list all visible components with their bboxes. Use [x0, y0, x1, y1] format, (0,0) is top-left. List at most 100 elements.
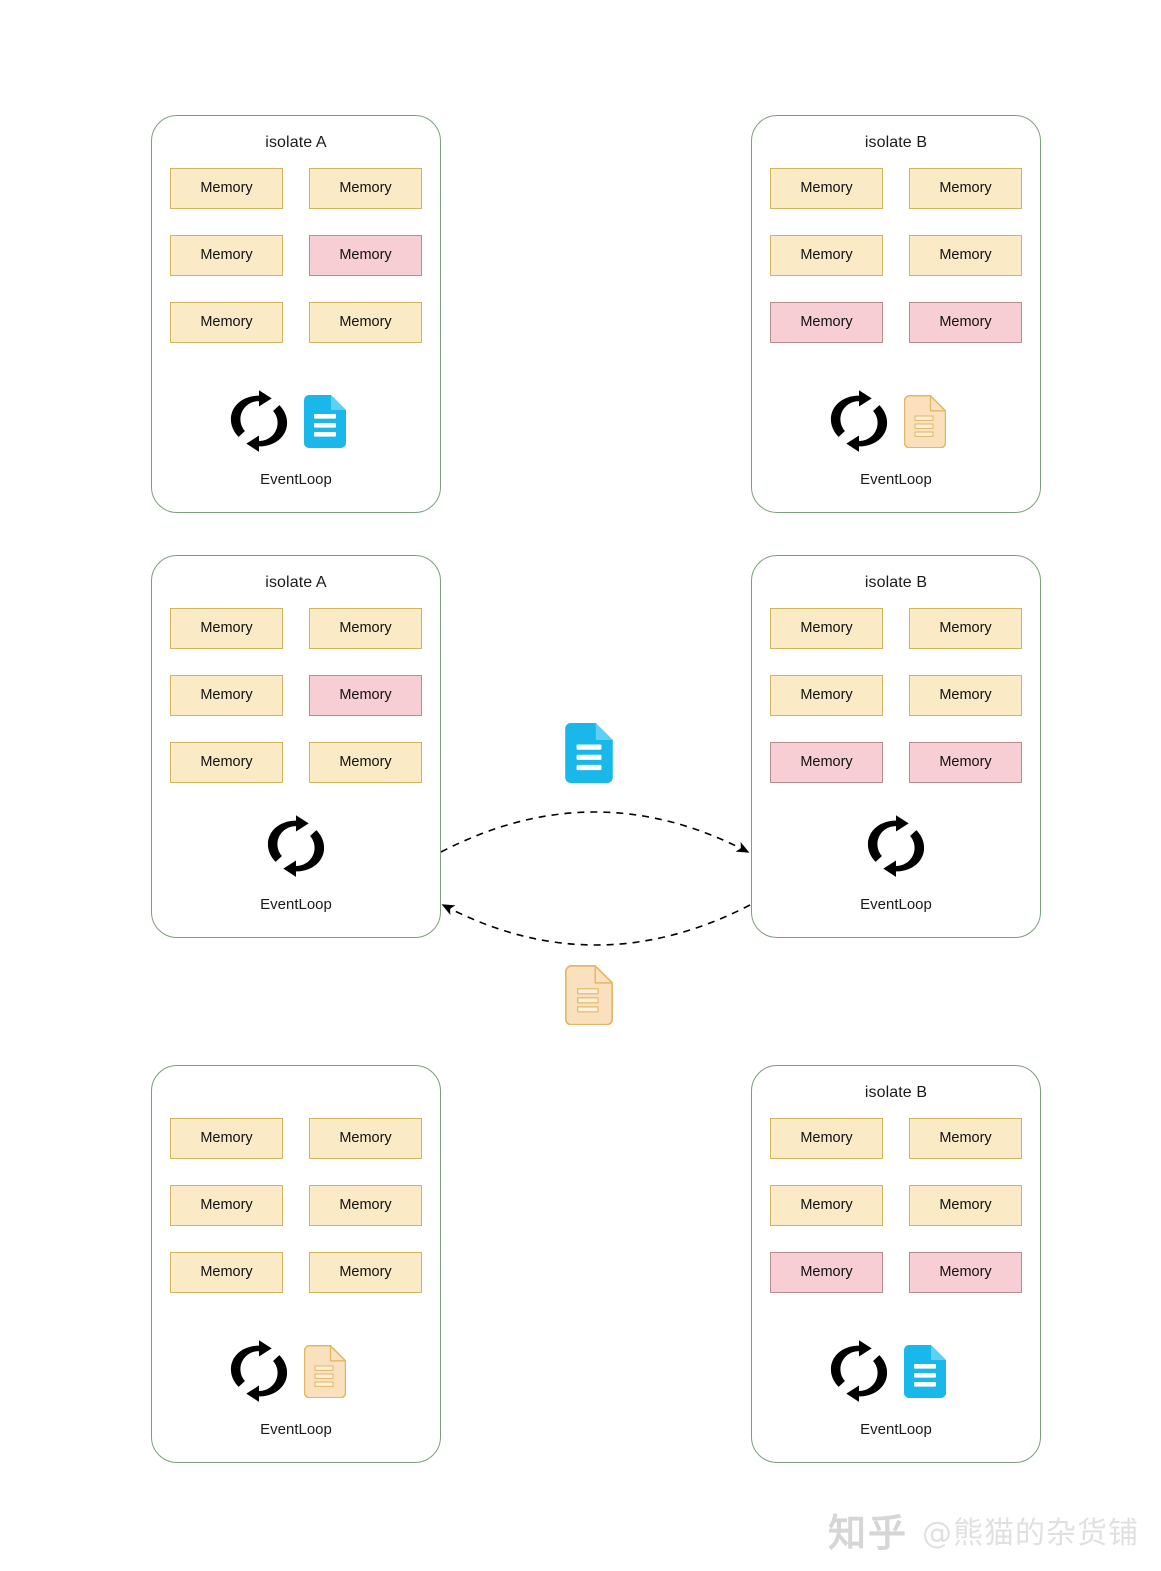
eventloop-zone: EventLoop — [752, 360, 1040, 490]
memory-block-used[interactable]: Memory — [770, 302, 883, 343]
memory-block[interactable]: Memory — [170, 1185, 283, 1226]
eventloop-label: EventLoop — [260, 896, 332, 913]
eventloop-zone: EventLoop — [152, 785, 440, 915]
memory-block-used[interactable]: Memory — [309, 235, 422, 276]
eventloop-label: EventLoop — [860, 896, 932, 913]
memory-block[interactable]: Memory — [309, 1185, 422, 1226]
transfer-document-icon-orange — [565, 965, 613, 1025]
memory-block[interactable]: Memory — [909, 675, 1022, 716]
memory-block[interactable]: Memory — [309, 742, 422, 783]
memory-row: Memory Memory — [770, 1118, 1022, 1159]
memory-row: Memory Memory — [170, 1118, 422, 1159]
memory-row: Memory Memory — [170, 1185, 422, 1226]
panel-title: isolate B — [864, 574, 928, 591]
event-loop-icon — [830, 1340, 888, 1402]
isolate-panel-mid-left: isolate A Memory Memory Memory Memory Me… — [151, 555, 441, 938]
memory-row: Memory Memory — [170, 675, 422, 716]
memory-row: Memory Memory — [170, 235, 422, 276]
memory-block-used[interactable]: Memory — [909, 302, 1022, 343]
memory-block[interactable]: Memory — [770, 608, 883, 649]
event-loop-icon — [830, 390, 888, 452]
memory-block[interactable]: Memory — [170, 1252, 283, 1293]
memory-block[interactable]: Memory — [309, 1252, 422, 1293]
eventloop-label: EventLoop — [860, 1421, 932, 1438]
memory-block[interactable]: Memory — [170, 675, 283, 716]
memory-block[interactable]: Memory — [770, 1185, 883, 1226]
event-loop-icon — [267, 815, 325, 877]
watermark: 知乎 @熊猫的杂货铺 — [828, 1502, 1139, 1557]
memory-row: Memory Memory — [170, 742, 422, 783]
event-loop-icon — [230, 390, 288, 452]
memory-row: Memory Memory — [770, 302, 1022, 343]
document-icon-orange — [304, 1345, 346, 1398]
memory-row: Memory Memory — [770, 168, 1022, 209]
memory-block[interactable]: Memory — [170, 302, 283, 343]
memory-row: Memory Memory — [170, 168, 422, 209]
panel-title: isolate B — [864, 1084, 928, 1101]
memory-block-used[interactable]: Memory — [770, 742, 883, 783]
memory-block[interactable]: Memory — [309, 608, 422, 649]
memory-row: Memory Memory — [770, 1252, 1022, 1293]
memory-grid: Memory Memory Memory Memory Memory Memor… — [170, 1118, 422, 1293]
memory-row: Memory Memory — [770, 235, 1022, 276]
memory-block[interactable]: Memory — [909, 235, 1022, 276]
document-icon-blue — [904, 1345, 946, 1398]
arrow-b-to-a — [441, 904, 751, 946]
memory-row: Memory Memory — [770, 742, 1022, 783]
memory-grid: Memory Memory Memory Memory Memory Memor… — [770, 608, 1022, 783]
memory-block[interactable]: Memory — [909, 608, 1022, 649]
memory-block-used[interactable]: Memory — [909, 1252, 1022, 1293]
memory-grid: Memory Memory Memory Memory Memory Memor… — [770, 168, 1022, 343]
memory-block[interactable]: Memory — [309, 168, 422, 209]
eventloop-label: EventLoop — [260, 1421, 332, 1438]
memory-block[interactable]: Memory — [770, 235, 883, 276]
memory-block-used[interactable]: Memory — [909, 742, 1022, 783]
arrow-a-to-b — [440, 811, 750, 853]
memory-row: Memory Memory — [170, 608, 422, 649]
eventloop-zone: EventLoop — [752, 785, 1040, 915]
memory-block[interactable]: Memory — [909, 1185, 1022, 1226]
eventloop-zone: EventLoop — [152, 1310, 440, 1440]
eventloop-label: EventLoop — [260, 471, 332, 488]
transfer-document-icon-blue — [565, 723, 613, 783]
isolate-panel-bottom-right: isolate B Memory Memory Memory Memory Me… — [751, 1065, 1041, 1463]
memory-block[interactable]: Memory — [770, 1118, 883, 1159]
memory-block[interactable]: Memory — [170, 742, 283, 783]
memory-row: Memory Memory — [170, 1252, 422, 1293]
memory-grid: Memory Memory Memory Memory Memory Memor… — [770, 1118, 1022, 1293]
document-icon-orange — [904, 395, 946, 448]
panel-title: isolate A — [265, 574, 327, 591]
eventloop-label: EventLoop — [860, 471, 932, 488]
eventloop-zone: EventLoop — [152, 360, 440, 490]
memory-block[interactable]: Memory — [909, 1118, 1022, 1159]
document-icon-blue — [304, 395, 346, 448]
event-loop-icon — [230, 1340, 288, 1402]
memory-block[interactable]: Memory — [170, 1118, 283, 1159]
memory-block[interactable]: Memory — [770, 675, 883, 716]
isolate-panel-bottom-left: Memory Memory Memory Memory Memory Memor… — [151, 1065, 441, 1463]
watermark-logo: 知乎 — [827, 1511, 908, 1555]
memory-row: Memory Memory — [770, 675, 1022, 716]
memory-block-used[interactable]: Memory — [309, 675, 422, 716]
isolate-panel-top-left: isolate A Memory Memory Memory Memory Me… — [151, 115, 441, 513]
memory-block[interactable]: Memory — [770, 168, 883, 209]
memory-block[interactable]: Memory — [170, 608, 283, 649]
isolate-panel-top-right: isolate B Memory Memory Memory Memory Me… — [751, 115, 1041, 513]
memory-block[interactable]: Memory — [170, 168, 283, 209]
panel-title: isolate A — [265, 134, 327, 151]
memory-row: Memory Memory — [770, 1185, 1022, 1226]
memory-row: Memory Memory — [770, 608, 1022, 649]
event-loop-icon — [867, 815, 925, 877]
memory-grid: Memory Memory Memory Memory Memory Memor… — [170, 168, 422, 343]
isolate-panel-mid-right: isolate B Memory Memory Memory Memory Me… — [751, 555, 1041, 938]
memory-block[interactable]: Memory — [309, 302, 422, 343]
memory-row: Memory Memory — [170, 302, 422, 343]
eventloop-zone: EventLoop — [752, 1310, 1040, 1440]
memory-block[interactable]: Memory — [170, 235, 283, 276]
memory-block[interactable]: Memory — [909, 168, 1022, 209]
memory-block[interactable]: Memory — [309, 1118, 422, 1159]
panel-title: isolate B — [864, 134, 928, 151]
memory-block-used[interactable]: Memory — [770, 1252, 883, 1293]
watermark-handle: @熊猫的杂货铺 — [922, 1515, 1139, 1551]
